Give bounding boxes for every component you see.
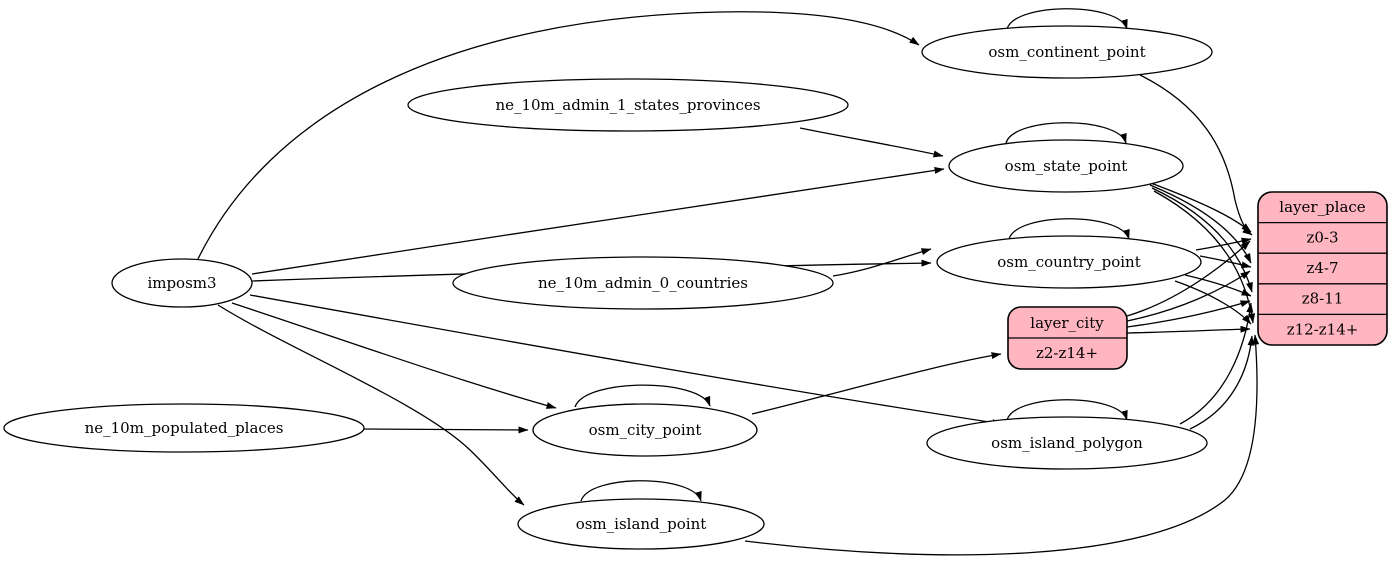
record-layer_place-shape xyxy=(1257,191,1388,346)
edge-imposm3-osm_state_point xyxy=(251,167,945,275)
node-osm_state_point-shape xyxy=(948,139,1184,193)
edge-osm_island_polygon-z12-z14 xyxy=(1189,335,1255,430)
record-layer_place-row-z4-7: z4-7 xyxy=(1306,259,1338,277)
record-layer_city-row-z2-z14: z2-z14+ xyxy=(1036,344,1098,362)
edge-imposm3-osm_city_point xyxy=(231,302,557,409)
node-osm_city_point-shape xyxy=(532,403,758,457)
node-osm_continent_point: osm_continent_point xyxy=(921,25,1213,79)
edge-imposm3-osm_island_polygon xyxy=(249,294,1003,427)
node-osm_country_point: osm_country_point xyxy=(936,235,1202,289)
record-layer_city-title: layer_city xyxy=(1030,314,1104,332)
edge-osm_state_point-z4-7 xyxy=(1149,184,1252,264)
node-osm_island_point-shape xyxy=(517,498,765,550)
edge-imposm3-osm_continent_point xyxy=(196,11,920,262)
node-osm_country_point-label: osm_country_point xyxy=(997,253,1141,271)
edge-osm_country_point-z12-z14 xyxy=(1174,280,1252,325)
node-ne_10m_admin_1_states_provinces-label: ne_10m_admin_1_states_provinces xyxy=(495,96,760,114)
record-layer_place-title: layer_place xyxy=(1279,198,1366,216)
node-imposm3-label: imposm3 xyxy=(147,274,216,292)
node-osm_city_point: osm_city_point xyxy=(532,403,758,457)
node-osm_island_polygon: osm_island_polygon xyxy=(926,416,1208,470)
node-osm_island_polygon-label: osm_island_polygon xyxy=(991,434,1143,452)
node-ne_10m_admin_0_countries-shape xyxy=(452,256,834,310)
edge-osm_city_point-layer_city xyxy=(751,352,1002,415)
edge-layer_city-z0-3 xyxy=(1126,240,1251,317)
node-osm_state_point-label: osm_state_point xyxy=(1005,157,1128,175)
node-osm_island_point: osm_island_point xyxy=(517,498,765,550)
edge-ne_10m_populated_places-osm_city_point xyxy=(363,426,529,434)
node-ne_10m_populated_places: ne_10m_populated_places xyxy=(3,403,365,453)
node-ne_10m_populated_places-shape xyxy=(3,403,365,453)
edge-ne_10m_admin_0_countries-osm_country_point xyxy=(832,248,932,277)
edge-osm_country_point-z4-7 xyxy=(1199,255,1252,269)
node-osm_island_polygon-shape xyxy=(926,416,1208,470)
edge-osm_country_point-z8-11 xyxy=(1184,274,1252,297)
record-layer_place-row-z0-3: z0-3 xyxy=(1306,229,1338,247)
node-ne_10m_admin_1_states_provinces-shape xyxy=(407,78,849,132)
edges xyxy=(196,8,1260,556)
edge-osm_state_point-z8-11 xyxy=(1151,187,1253,293)
node-ne_10m_populated_places-label: ne_10m_populated_places xyxy=(85,419,284,437)
edge-layer_city-z8-11 xyxy=(1126,300,1251,328)
node-osm_island_point-label: osm_island_point xyxy=(576,515,707,533)
self-loop-osm_state_point xyxy=(1005,122,1127,144)
record-layer_place: layer_place z0-3 z4-7 z8-11 z12-z14+ xyxy=(1257,191,1388,346)
node-ne_10m_admin_0_countries-label: ne_10m_admin_0_countries xyxy=(538,274,748,292)
self-loop-osm_island_polygon xyxy=(1006,399,1128,421)
edge-layer_city-z4-7 xyxy=(1126,270,1251,322)
self-loop-osm_city_point xyxy=(574,384,711,408)
self-loop-osm_country_point xyxy=(1008,218,1130,240)
node-ne_10m_admin_1_states_provinces: ne_10m_admin_1_states_provinces xyxy=(407,78,849,132)
edge-osm_island_polygon-z8-11 xyxy=(1179,302,1254,425)
edge-osm_island_point-z12-z14 xyxy=(744,334,1260,556)
node-osm_state_point: osm_state_point xyxy=(948,139,1184,193)
self-loop-osm_island_point xyxy=(580,480,702,502)
record-layer_city: layer_city z2-z14+ xyxy=(1007,306,1128,370)
edge-osm_country_point-z0-3 xyxy=(1195,237,1252,251)
edge-imposm3-osm_island_point xyxy=(217,304,525,506)
node-imposm3: imposm3 xyxy=(111,258,253,308)
edge-ne_10m_admin_1_states_provinces-osm_state_point xyxy=(799,127,944,158)
node-osm_continent_point-shape xyxy=(921,25,1213,79)
node-osm_continent_point-label: osm_continent_point xyxy=(988,43,1145,61)
edge-osm_state_point-z0-3 xyxy=(1147,181,1252,233)
record-layer_place-row-z12-z14: z12-z14+ xyxy=(1287,321,1359,339)
node-osm_city_point-label: osm_city_point xyxy=(589,421,702,439)
node-imposm3-shape xyxy=(111,258,253,308)
record-layer_place-row-z8-11: z8-11 xyxy=(1302,290,1344,308)
node-ne_10m_admin_0_countries: ne_10m_admin_0_countries xyxy=(452,256,834,310)
self-loop-osm_continent_point xyxy=(1006,8,1128,30)
node-osm_country_point-shape xyxy=(936,235,1202,289)
edge-layer_city-z12-z14 xyxy=(1126,325,1251,334)
